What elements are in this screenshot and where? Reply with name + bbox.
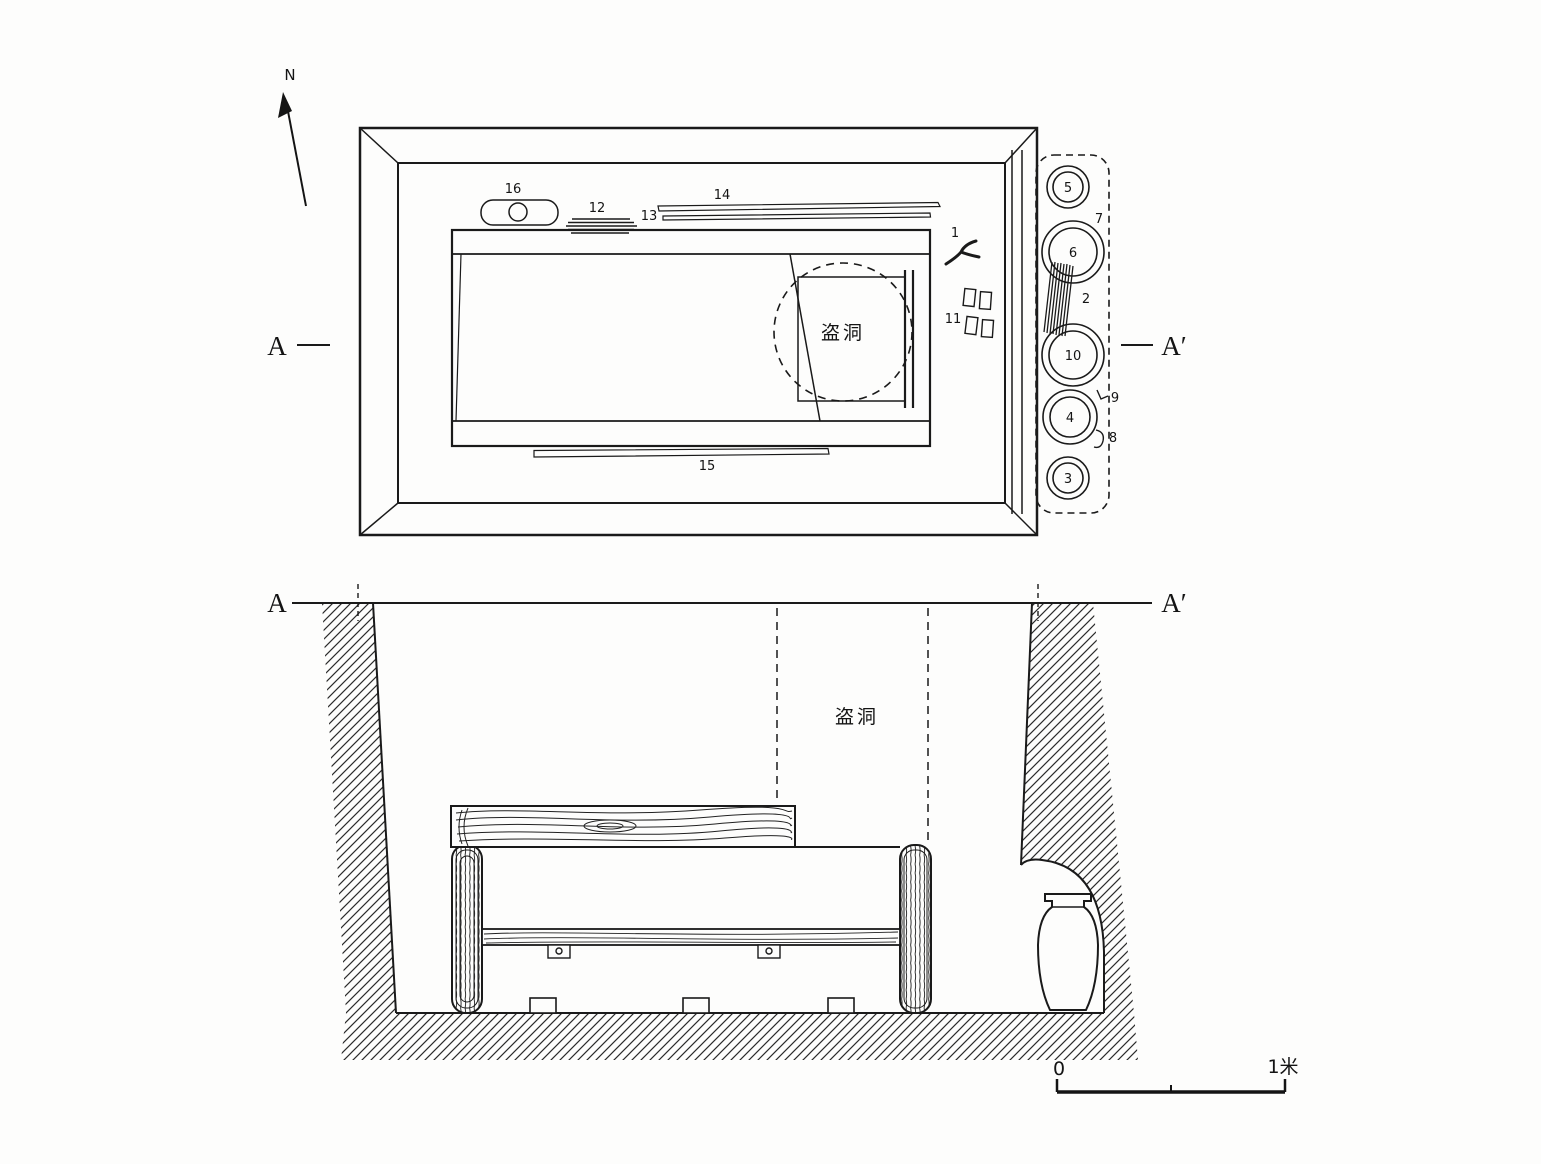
vessel-circle-4	[1042, 389, 1098, 445]
scale-zero-label: 0	[1053, 1058, 1065, 1080]
section-robber-hole-label: 盗洞	[835, 706, 879, 728]
label-10: 10	[1065, 349, 1082, 364]
label-11: 11	[945, 312, 962, 327]
niche-pot	[1036, 893, 1100, 1011]
artifact-11-plaques	[962, 287, 995, 339]
section-earth-hatch	[322, 603, 1138, 1060]
plan-pottery-vessels	[1041, 165, 1105, 500]
section-right-wall	[1021, 603, 1134, 1013]
label-12: 12	[589, 201, 606, 216]
section-marker-a-prime: A′	[1161, 588, 1186, 618]
plan-marker-a: A	[267, 331, 287, 361]
label-13: 13	[641, 209, 658, 224]
coffin-spacer-blocks	[547, 944, 781, 959]
section-pit-edges	[372, 602, 1105, 1014]
plan-artifact-number-labels: 16 12 13 14 1 11 15 5 6 10 4 3 7 2 9 8	[505, 181, 1119, 487]
coffin-end-board-left	[451, 844, 483, 1014]
north-label: N	[284, 66, 295, 84]
north-arrow	[278, 92, 307, 207]
plan-coffin	[450, 228, 932, 448]
plan-robber-hole-circle	[773, 262, 913, 402]
label-6: 6	[1069, 246, 1077, 261]
artifact-14-rod	[657, 201, 941, 212]
artifact-13-rod	[662, 212, 932, 221]
label-16: 16	[505, 182, 522, 197]
plan-view	[297, 126, 1153, 537]
coffin-feet	[529, 997, 855, 1014]
section-floor-earth	[341, 1013, 1138, 1060]
label-4: 4	[1066, 411, 1074, 426]
label-2: 2	[1082, 292, 1090, 307]
artifact-16-box	[480, 199, 559, 226]
section-robber-hole-dashes	[776, 608, 929, 843]
section-left-wall	[322, 603, 396, 1013]
object-9	[1096, 389, 1109, 400]
vessel-circle-5	[1046, 165, 1090, 209]
vessel-circle-10	[1041, 323, 1105, 387]
plan-niche-dashed-outline	[1035, 154, 1110, 514]
label-8: 8	[1109, 431, 1117, 446]
section-niche-arch	[1020, 858, 1105, 1013]
section-marker-a: A	[267, 588, 287, 618]
label-14: 14	[714, 188, 731, 203]
section-coffin	[450, 805, 932, 1014]
north-arrow-head	[278, 92, 292, 118]
object-8	[1093, 429, 1105, 449]
artifact-12-slats	[566, 218, 637, 234]
vessel-circle-6	[1041, 220, 1105, 284]
label-9: 9	[1111, 391, 1119, 406]
vessel-circle-3	[1046, 456, 1090, 500]
coffin-floor-board	[481, 928, 901, 946]
scale-max-label: 1米	[1267, 1056, 1298, 1078]
coffin-end-board-right	[899, 844, 932, 1014]
label-15: 15	[699, 459, 716, 474]
scale-bar	[1055, 1079, 1287, 1094]
label-7: 7	[1095, 212, 1103, 227]
coffin-lid-plank	[450, 805, 796, 848]
artifact-15-rod	[533, 447, 830, 458]
section-view	[292, 584, 1152, 1060]
plan-marker-a-prime: A′	[1161, 331, 1186, 361]
label-1: 1	[951, 226, 959, 241]
label-3: 3	[1064, 472, 1072, 487]
artifact-1-object	[944, 239, 981, 266]
label-5: 5	[1064, 181, 1072, 196]
arrow-bundle-2	[1043, 261, 1074, 337]
plan-robber-hole-label: 盗洞	[821, 322, 865, 344]
plan-pit-outline	[358, 126, 1039, 537]
